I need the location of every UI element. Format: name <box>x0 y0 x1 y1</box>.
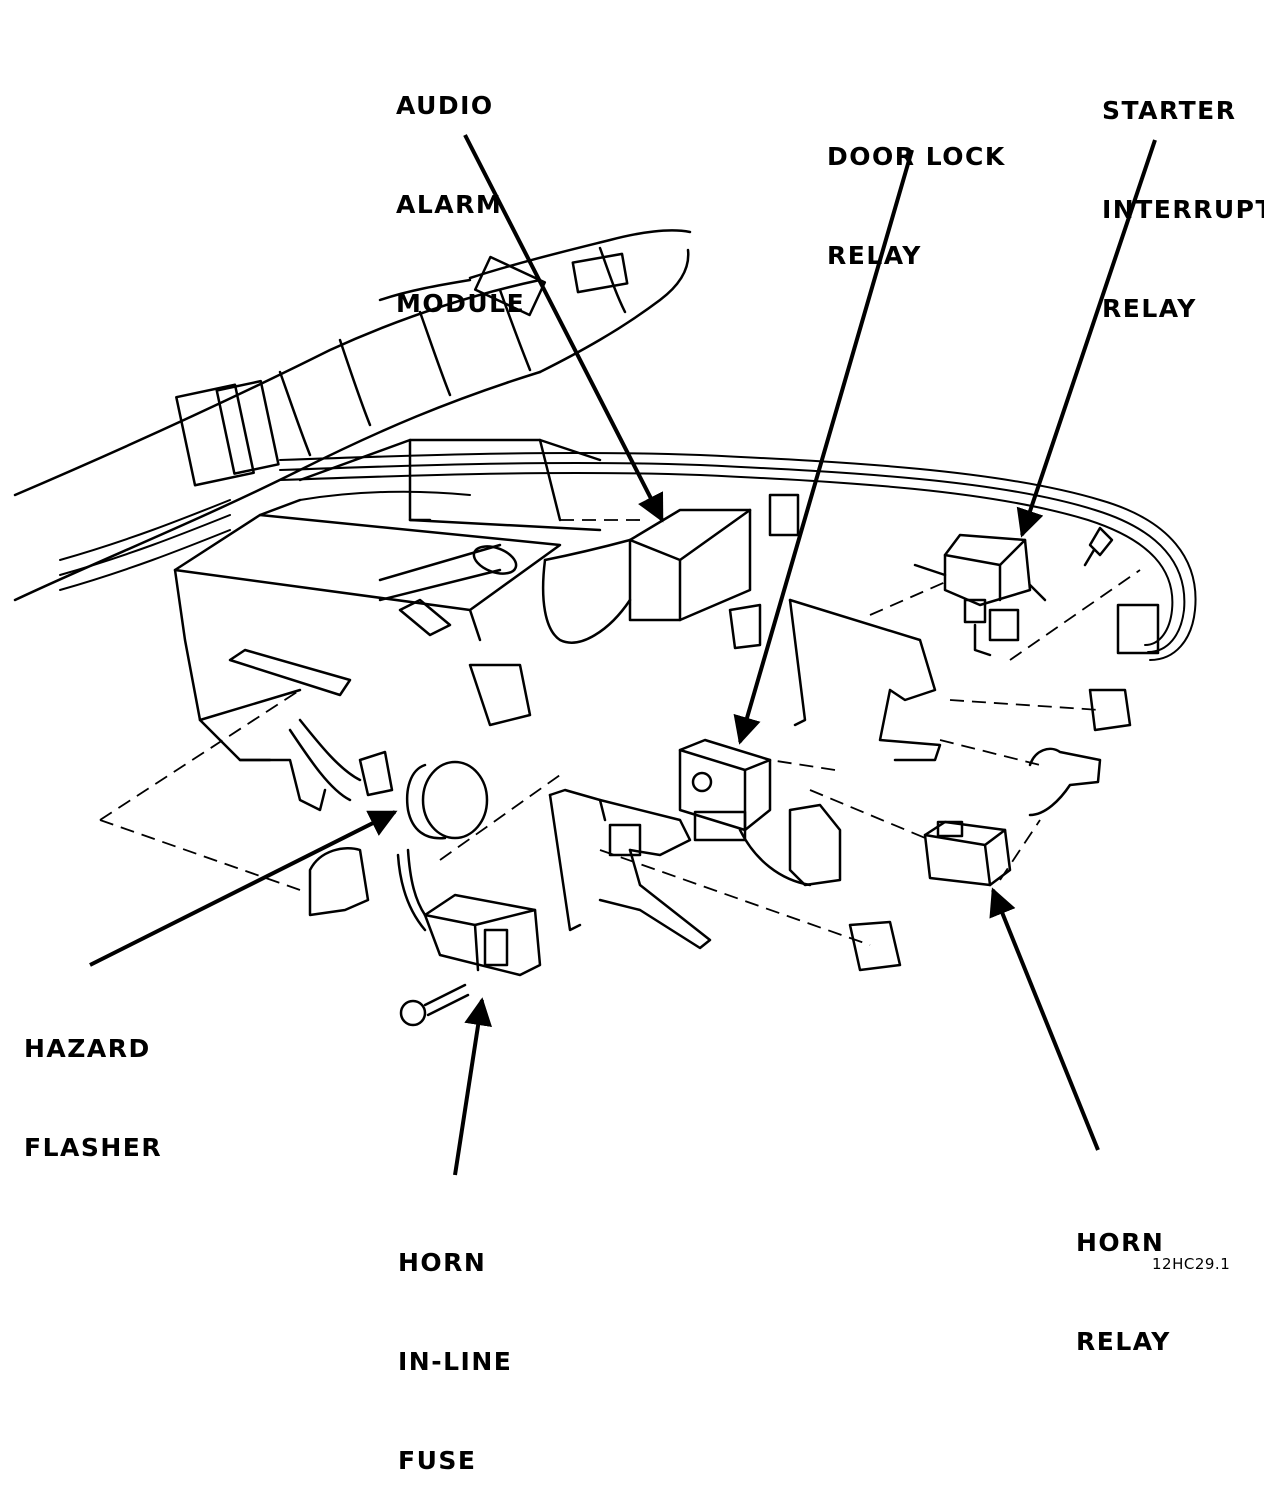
clip-right-2 <box>1028 747 1102 817</box>
label-starter-interrupt-relay: STARTER INTERRUPT RELAY <box>1102 96 1264 323</box>
clip-lower-left <box>308 846 370 917</box>
clip-right-1 <box>1088 688 1132 732</box>
clip-bottom-center <box>848 920 902 972</box>
center-bracket <box>548 788 712 950</box>
arrow-door-lock-relay <box>733 149 914 745</box>
relay-bracket-right <box>728 598 942 762</box>
audio-alarm-module-part <box>541 508 752 644</box>
horn-inline-fuse-part <box>396 848 542 977</box>
arrow-hazard-flasher <box>89 810 398 967</box>
figure-id: 12HC29.1 <box>1152 1255 1231 1273</box>
connector-lower <box>738 803 842 887</box>
alignment-lines <box>99 519 1141 946</box>
arrow-starter-interrupt-relay <box>1016 139 1157 538</box>
door-lock-relay-part <box>678 738 772 842</box>
harness-trunk <box>13 229 692 602</box>
arrow-horn-inline-fuse <box>453 997 492 1176</box>
horn-relay-part <box>923 820 1012 887</box>
connector-right <box>1116 603 1160 655</box>
wiring-harness-diagram <box>13 134 1197 1176</box>
label-hazard-flasher: HAZARD FLASHER <box>24 1034 163 1162</box>
label-horn-relay: HORN RELAY <box>1076 1228 1171 1356</box>
connector-upper <box>768 493 800 537</box>
label-door-lock-relay: DOOR LOCK RELAY <box>827 142 1006 270</box>
arrow-horn-relay <box>989 887 1100 1151</box>
bolt-upper-right <box>1083 526 1114 567</box>
arrow-audio-alarm-module <box>463 134 664 523</box>
screw-bottom <box>399 983 470 1027</box>
hazard-flasher-part <box>288 718 489 840</box>
label-horn-inline-fuse: HORN IN-LINE FUSE <box>398 1248 513 1475</box>
label-audio-alarm-module: AUDIO ALARM MODULE <box>396 91 526 318</box>
inline-connector-part <box>378 543 518 602</box>
mounting-panel <box>173 438 602 812</box>
leader-arrows <box>89 134 1157 1176</box>
starter-interrupt-relay-part <box>913 533 1047 657</box>
wire-bundle-right <box>59 451 1197 661</box>
